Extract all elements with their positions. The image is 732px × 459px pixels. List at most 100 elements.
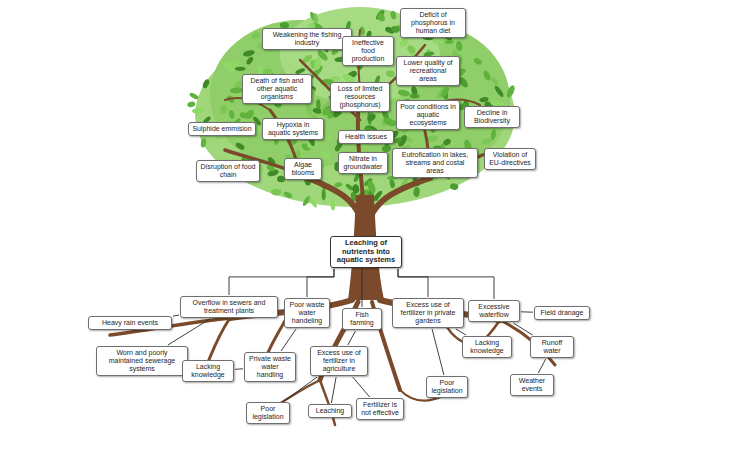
leaf <box>313 13 319 24</box>
leaf <box>505 84 516 99</box>
node-text: Runoff water <box>534 339 570 355</box>
node-text: Lower quality of recreational areas <box>400 59 456 83</box>
consequence-box: Sulphide emmision <box>188 122 256 136</box>
node-text: Deficit of phosphorus in human diet <box>404 11 462 35</box>
node-text: Leaching <box>312 407 348 415</box>
node-text: Fish farming <box>346 311 378 327</box>
leaf <box>479 96 489 102</box>
leaf <box>316 99 321 110</box>
node-text: Hypoxia in aquatic systems <box>266 121 320 137</box>
leaf <box>427 135 438 142</box>
node-text: Heavy rain events <box>92 319 168 327</box>
node-text: Ineffective food production <box>346 39 390 63</box>
leaf <box>226 60 239 68</box>
leaf <box>313 57 322 71</box>
leaf <box>309 11 319 24</box>
cause-box: Lacking knowledge <box>182 360 234 382</box>
leaf <box>200 138 207 148</box>
consequence-box: Decline in Biodiversity <box>464 106 520 128</box>
leaf <box>220 105 228 114</box>
leaf <box>334 182 343 188</box>
leaf <box>322 189 326 201</box>
leaf <box>393 137 403 144</box>
cause-box: Fish farming <box>342 308 382 330</box>
consequence-box: Weakening the fishing industry <box>262 28 352 50</box>
connector-line <box>281 329 296 351</box>
connector-line <box>173 315 179 316</box>
cause-box: Excess use of fertilizer in private gard… <box>392 298 464 328</box>
cause-box: Excess use of fertilizer in agriculture <box>310 346 368 376</box>
connector-line <box>456 329 466 335</box>
connector-line <box>331 377 336 403</box>
consequence-box: Disruption of food chain <box>196 160 260 182</box>
consequence-box: Lower quality of recreational areas <box>396 56 460 86</box>
leaf <box>410 94 420 99</box>
consequence-box: Deficit of phosphorus in human diet <box>400 8 466 38</box>
node-text: Nitrate in groundwater <box>342 155 384 171</box>
leaf <box>366 112 377 123</box>
cause-box: Lacking knowledge <box>462 336 512 358</box>
leaf <box>308 196 318 209</box>
consequence-box: Violation of EU-directives <box>484 148 536 170</box>
leaf <box>439 86 451 99</box>
connector-line <box>432 329 444 375</box>
leaf <box>382 116 397 128</box>
cause-box: Weather events <box>510 374 554 396</box>
leaf <box>235 142 246 152</box>
cause-box: Overflow in sewers and treatment plants <box>180 296 278 318</box>
node-text: Poor legislation <box>250 405 286 421</box>
cause-box: Poor legislation <box>246 402 290 424</box>
node-text: Decline in Biodiversity <box>468 109 516 125</box>
node-text: Violation of EU-directives <box>488 151 532 167</box>
leaf <box>229 110 235 119</box>
leaf <box>192 107 204 114</box>
cause-box: Fertilizer is not effective <box>356 398 404 420</box>
leaf <box>330 200 335 211</box>
node-text: Field dranage <box>538 309 586 317</box>
leaf <box>235 67 246 71</box>
cause-box: Worn and poorly maintained sewerage syst… <box>96 346 188 376</box>
connector-line <box>513 323 532 335</box>
cause-box: Private waste water handling <box>244 352 296 382</box>
consequence-box: Loss of limited resources (phosphorus) <box>330 82 390 112</box>
leaf <box>251 31 261 40</box>
leaf <box>482 70 491 82</box>
consequence-box: Algae blooms <box>284 158 322 180</box>
connector-line <box>353 377 370 397</box>
leaf <box>189 92 200 100</box>
node-text: Death of fish and other aquatic organism… <box>246 77 308 101</box>
leaf <box>202 78 211 89</box>
node-text: Private waste water handling <box>248 355 292 379</box>
leaf <box>455 41 463 52</box>
cause-box: Field dranage <box>534 306 590 320</box>
connector-line <box>398 269 494 299</box>
cause-box: Runoff water <box>530 336 574 358</box>
leaf <box>449 183 459 191</box>
node-text: Leaching of nutrients into aquatic syste… <box>334 239 398 265</box>
node-text: Fertilizer is not effective <box>360 401 400 417</box>
connector-line <box>538 359 545 373</box>
consequence-box: Hypoxia in aquatic systems <box>262 118 324 140</box>
node-text: Poor waste water handeling <box>288 301 326 325</box>
leaf <box>445 40 454 44</box>
leaf <box>283 191 293 200</box>
leaf <box>489 76 500 86</box>
cause-box: Heavy rain events <box>88 316 172 330</box>
node-text: Overflow in sewers and treatment plants <box>184 299 274 315</box>
node-text: Loss of limited resources (phosphorus) <box>334 85 386 109</box>
node-text: Excess use of fertilizer in agriculture <box>314 349 364 373</box>
leaf <box>390 25 400 34</box>
node-text: Excessive waterflow <box>472 303 516 319</box>
problem-box: Leaching of nutrients into aquatic syste… <box>330 236 402 268</box>
node-text: Weakening the fishing industry <box>266 31 348 47</box>
cause-box: Poor legislation <box>426 376 468 398</box>
consequence-box: Death of fish and other aquatic organism… <box>242 74 312 104</box>
node-text: Disruption of food chain <box>200 163 256 179</box>
leaf <box>490 129 496 141</box>
leaf <box>385 70 395 78</box>
cause-box: Poor waste water handeling <box>284 298 330 328</box>
leaf <box>352 184 360 194</box>
connector-line <box>348 331 356 345</box>
node-text: Sulphide emmision <box>192 125 252 133</box>
